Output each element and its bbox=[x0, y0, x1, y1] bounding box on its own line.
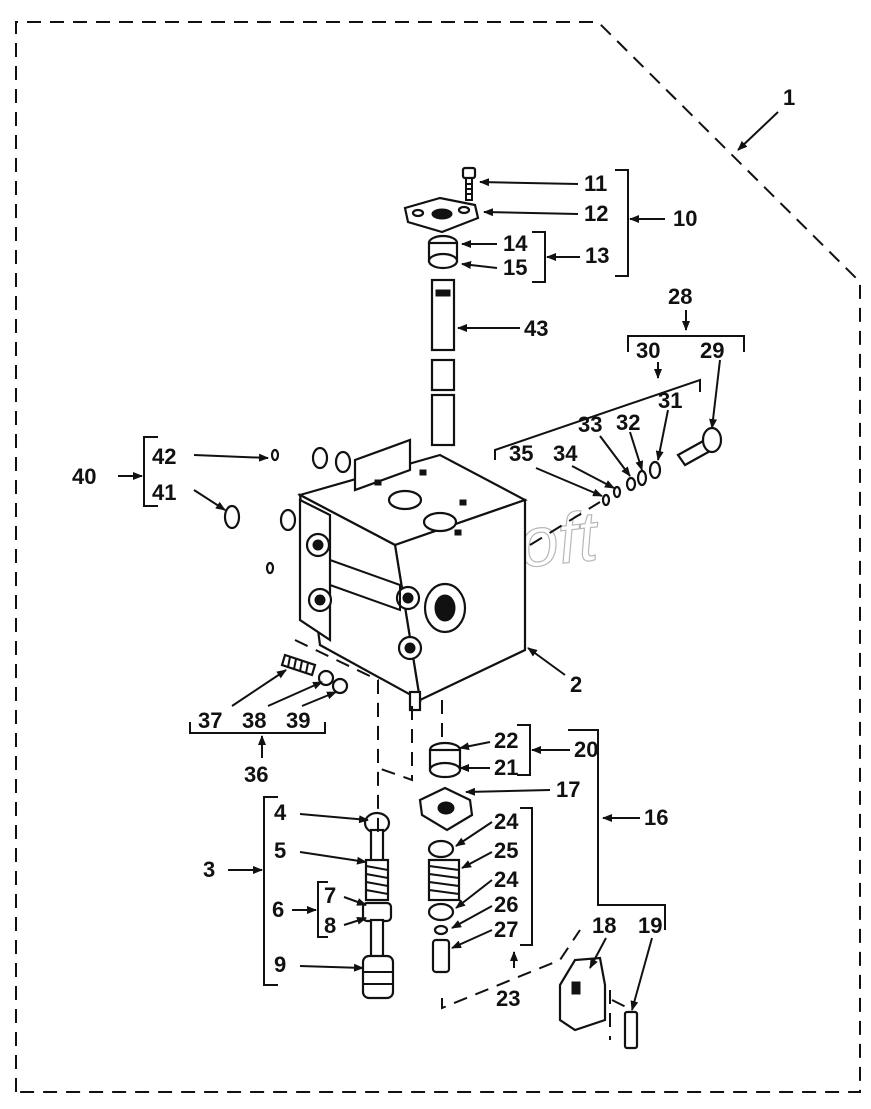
callout-18: 18 bbox=[592, 913, 616, 938]
valve-body bbox=[297, 438, 528, 712]
callout-12: 12 bbox=[584, 201, 608, 226]
callout-20: 20 bbox=[574, 737, 598, 762]
stem-assembly-3 bbox=[361, 811, 395, 1000]
callout-25: 25 bbox=[494, 838, 518, 863]
assembly-boundary bbox=[15, 21, 861, 1093]
callout-17: 17 bbox=[556, 777, 580, 802]
rod-43 bbox=[430, 278, 456, 447]
relief-valve-16 bbox=[418, 741, 474, 974]
callout-31: 31 bbox=[658, 388, 682, 413]
callout-15: 15 bbox=[503, 255, 527, 280]
callout-26: 26 bbox=[494, 892, 518, 917]
callout-23: 23 bbox=[496, 986, 520, 1011]
callout-7: 7 bbox=[324, 883, 336, 908]
callout-19: 19 bbox=[638, 913, 662, 938]
callout-9: 9 bbox=[274, 952, 286, 977]
callout-39: 39 bbox=[286, 708, 310, 733]
callout-16: 16 bbox=[644, 805, 668, 830]
callout-27: 27 bbox=[494, 917, 518, 942]
callout-8: 8 bbox=[324, 913, 336, 938]
screw-11 bbox=[461, 166, 477, 201]
seal-14-15 bbox=[427, 234, 459, 270]
plug-36 bbox=[280, 653, 349, 695]
callout-29: 29 bbox=[700, 338, 724, 363]
callout-33: 33 bbox=[578, 412, 602, 437]
callout-32: 32 bbox=[616, 410, 640, 435]
callout-37: 37 bbox=[198, 708, 222, 733]
callout-34: 34 bbox=[553, 441, 578, 466]
callout-24-lower: 24 bbox=[494, 867, 519, 892]
callout-36: 36 bbox=[244, 762, 268, 787]
flange-plate-12 bbox=[403, 196, 480, 234]
callout-22: 22 bbox=[494, 728, 518, 753]
orings-31-35 bbox=[601, 460, 662, 507]
screw-19 bbox=[623, 1010, 639, 1050]
callout-24-upper: 24 bbox=[494, 809, 519, 834]
callout-6: 6 bbox=[272, 897, 284, 922]
callout-labels: 1 2 3 4 5 6 7 8 9 10 11 12 13 14 15 16 1… bbox=[72, 85, 795, 1011]
fitting-29 bbox=[676, 426, 723, 467]
callout-14: 14 bbox=[503, 231, 528, 256]
callout-21: 21 bbox=[494, 755, 518, 780]
callout-10: 10 bbox=[673, 206, 697, 231]
callout-2: 2 bbox=[570, 672, 582, 697]
callout-30: 30 bbox=[636, 338, 660, 363]
callout-28: 28 bbox=[668, 284, 692, 309]
callout-42: 42 bbox=[152, 444, 176, 469]
callout-5: 5 bbox=[274, 838, 286, 863]
callout-4: 4 bbox=[274, 800, 287, 825]
callout-35: 35 bbox=[509, 441, 533, 466]
callout-38: 38 bbox=[242, 708, 266, 733]
callout-41: 41 bbox=[152, 480, 176, 505]
callout-11: 11 bbox=[584, 171, 607, 196]
callout-13: 13 bbox=[585, 243, 609, 268]
callout-1: 1 bbox=[783, 85, 795, 110]
callout-3: 3 bbox=[203, 857, 215, 882]
callout-40: 40 bbox=[72, 464, 96, 489]
orings-40 bbox=[223, 446, 352, 575]
cap-18 bbox=[558, 956, 607, 1032]
callout-43: 43 bbox=[524, 316, 548, 341]
